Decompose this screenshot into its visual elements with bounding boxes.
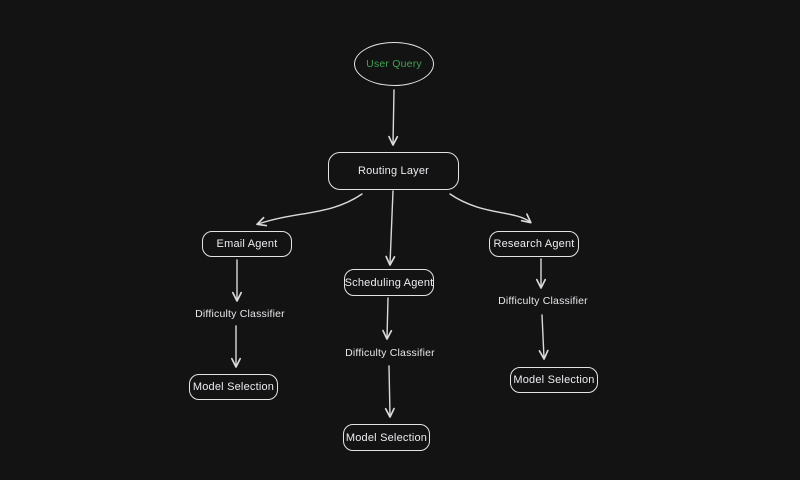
node-routing-layer: Routing Layer xyxy=(328,152,459,190)
node-model-selection-research: Model Selection xyxy=(510,367,598,393)
edge-scheduling-agent-to-difficulty-classifier xyxy=(382,297,393,340)
model-selection-email-label: Model Selection xyxy=(192,381,275,393)
research-agent-label: Research Agent xyxy=(493,238,575,250)
edge-routing-layer-to-email-agent xyxy=(256,193,363,227)
edge-user-query-to-routing-layer xyxy=(388,89,399,146)
model-selection-research-label: Model Selection xyxy=(513,374,595,386)
node-model-selection-scheduling: Model Selection xyxy=(343,424,430,451)
edge-difficulty-classifier-to-model-selection-research xyxy=(538,314,549,360)
node-scheduling-agent: Scheduling Agent xyxy=(344,269,434,296)
difficulty-classifier-email-label: Difficulty Classifier xyxy=(195,308,285,320)
model-selection-scheduling-label: Model Selection xyxy=(345,431,428,444)
edge-routing-layer-to-research-agent xyxy=(449,193,532,224)
difficulty-classifier-research-label: Difficulty Classifier xyxy=(498,295,588,307)
node-user-query: User Query xyxy=(354,42,434,86)
node-difficulty-classifier-research: Difficulty Classifier xyxy=(488,293,598,309)
routing-layer-label: Routing Layer xyxy=(357,165,430,177)
node-difficulty-classifier-email: Difficulty Classifier xyxy=(185,306,295,322)
node-difficulty-classifier-scheduling: Difficulty Classifier xyxy=(335,345,445,361)
edge-routing-layer-to-scheduling-agent xyxy=(385,190,396,266)
edge-difficulty-classifier-to-model-selection-scheduling xyxy=(384,365,395,418)
user-query-label: User Query xyxy=(366,58,422,70)
email-agent-label: Email Agent xyxy=(216,238,278,250)
node-email-agent: Email Agent xyxy=(202,231,292,257)
node-model-selection-email: Model Selection xyxy=(189,374,278,400)
node-research-agent: Research Agent xyxy=(489,231,579,257)
scheduling-agent-label: Scheduling Agent xyxy=(344,276,434,289)
difficulty-classifier-scheduling-label: Difficulty Classifier xyxy=(345,347,435,359)
